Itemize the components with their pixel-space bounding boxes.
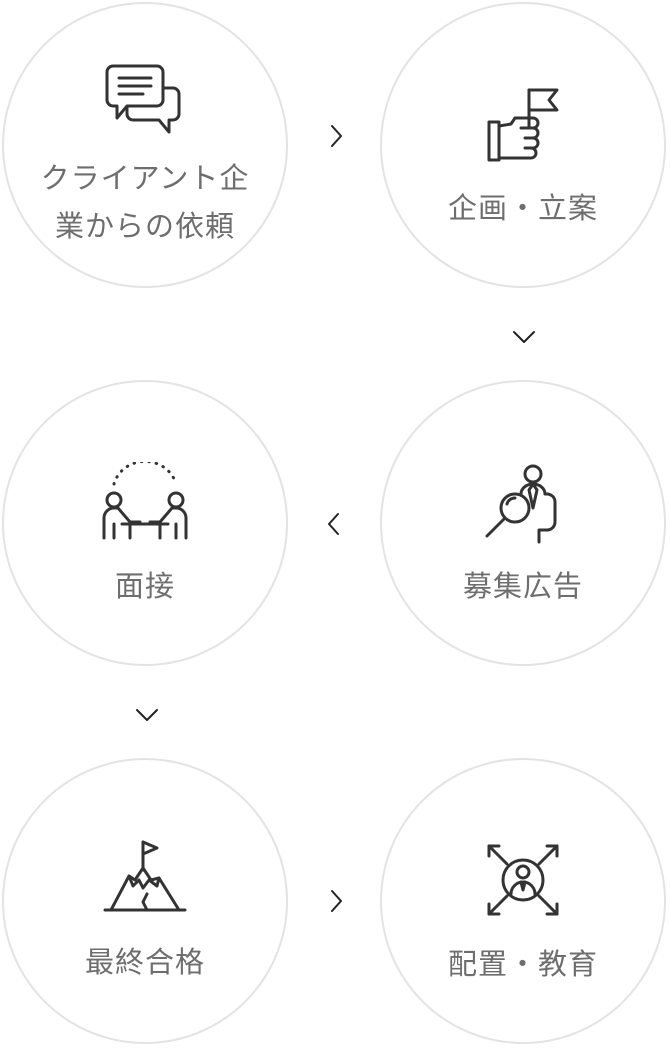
- chevron-left-icon: [322, 512, 346, 536]
- step-planning: 企画・立案: [380, 2, 666, 288]
- step-label: 募集広告: [462, 569, 583, 603]
- chat-bubbles-icon: [105, 64, 185, 140]
- chevron-right-icon: [324, 124, 348, 148]
- step-final-pass: 最終合格: [2, 758, 288, 1044]
- step-label: 配置・教育: [447, 947, 598, 981]
- step-label: クライアント企業からの依頼: [40, 161, 250, 243]
- hand-flag-icon: [485, 86, 561, 164]
- chevron-right-icon: [324, 889, 348, 913]
- step-label: 企画・立案: [447, 191, 598, 225]
- step-interview: 面接: [2, 380, 288, 666]
- person-arrows-icon: [485, 842, 561, 918]
- mountain-flag-icon: [103, 840, 187, 914]
- interview-icon: [100, 462, 190, 542]
- chevron-down-icon: [512, 325, 536, 349]
- step-label: 面接: [114, 569, 175, 603]
- step-placement-training: 配置・教育: [380, 758, 666, 1044]
- step-label: 最終合格: [84, 945, 205, 979]
- magnifier-person-icon: [483, 464, 563, 544]
- step-client-request: クライアント企業からの依頼: [2, 2, 288, 288]
- step-recruitment-ad: 募集広告: [380, 380, 666, 666]
- chevron-down-icon: [135, 703, 159, 727]
